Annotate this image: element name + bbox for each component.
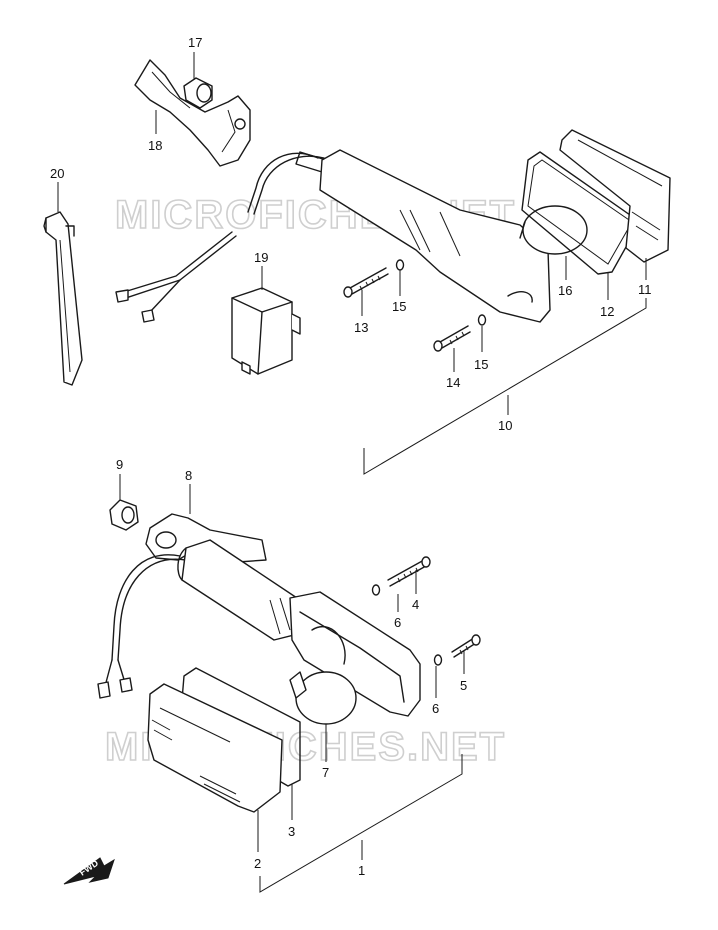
front-housing: [177, 539, 421, 717]
label-15a: 15: [392, 299, 406, 314]
label-14: 14: [446, 375, 460, 390]
label-18: 18: [148, 138, 162, 153]
label-13: 13: [354, 320, 368, 335]
label-11: 11: [638, 282, 652, 297]
label-6b: 6: [432, 701, 439, 716]
label-15b: 15: [474, 357, 488, 372]
label-16: 16: [558, 283, 572, 298]
bracket-part-8: [145, 513, 267, 563]
leader-lines-bottom: [119, 474, 465, 893]
bulb-part-16: [519, 205, 588, 255]
rear-turn-signal-assembly: [247, 129, 671, 323]
front-wire: [97, 554, 187, 699]
label-4: 4: [412, 597, 419, 612]
screw-part-13: [343, 267, 389, 298]
bracket-part-18: [134, 59, 251, 167]
gasket-part-12: [521, 151, 641, 275]
label-20: 20: [50, 166, 64, 181]
label-6a: 6: [394, 615, 401, 630]
screw-part-14: [433, 325, 471, 352]
grommet-part-17: [183, 77, 213, 109]
washer-part-15b: [477, 314, 487, 326]
washer-part-6b: [433, 654, 443, 666]
label-12: 12: [600, 304, 614, 319]
label-8: 8: [185, 468, 192, 483]
lens-part-2: [147, 683, 283, 813]
label-1: 1: [358, 863, 365, 878]
label-2: 2: [254, 856, 261, 871]
label-5: 5: [460, 678, 467, 693]
wire-harness: [115, 231, 237, 323]
bulb-part-7: [289, 671, 357, 725]
screw-part-5: [451, 634, 481, 658]
cable-tie-part-20: [43, 211, 83, 386]
label-19: 19: [254, 250, 268, 265]
leader-lines-top: [57, 52, 647, 475]
relay-part-19: [231, 287, 301, 375]
screw-part-4: [387, 556, 431, 587]
label-9: 9: [116, 457, 123, 472]
label-3: 3: [288, 824, 295, 839]
washer-part-6a: [371, 584, 381, 596]
washer-part-15a: [395, 259, 405, 271]
label-10: 10: [498, 418, 512, 433]
label-17: 17: [188, 35, 202, 50]
grommet-part-9: [109, 499, 139, 531]
fwd-arrow-icon: FWD: [63, 857, 115, 885]
label-7: 7: [322, 765, 329, 780]
lens-part-11: [559, 129, 671, 263]
